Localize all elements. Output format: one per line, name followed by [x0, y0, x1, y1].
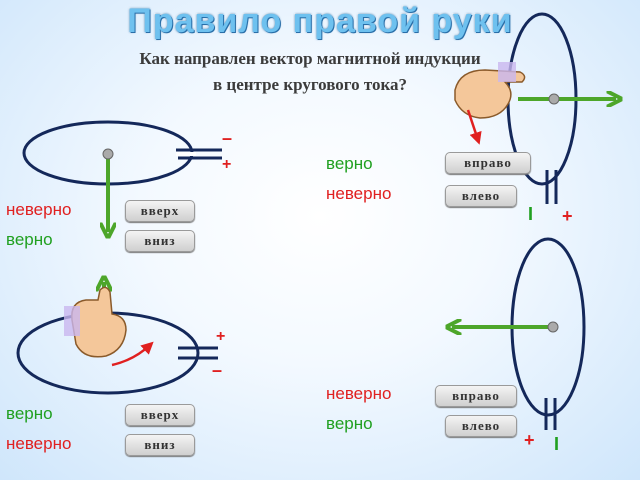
panel3-answer-1: верно: [6, 404, 53, 423]
right-hand-icon: [454, 62, 526, 145]
panel2-answer-1: верно: [326, 154, 373, 173]
panel1-answer-1: неверно: [6, 200, 72, 219]
question-line-2: в центре кругового тока?: [212, 75, 408, 94]
panel3-sign-bottom: –: [212, 360, 223, 380]
panel2-answer-2: неверно: [326, 184, 392, 203]
panel1-sign-bottom: +: [222, 156, 232, 173]
panel1-up-button[interactable]: вверх: [125, 200, 195, 222]
arrow-right-2: [518, 94, 616, 104]
panel4-current-label: I: [554, 434, 560, 454]
thumb-up-hand-icon: [64, 286, 154, 367]
panel3-answer-2: неверно: [6, 434, 72, 453]
loop-4: [510, 237, 586, 430]
panel1-answer-2: верно: [6, 230, 53, 249]
panel1-down-button[interactable]: вниз: [125, 230, 195, 252]
panel4-answer-1: неверно: [326, 384, 392, 403]
panel2-plus-sign: +: [562, 206, 573, 226]
panel3-down-button[interactable]: вниз: [125, 434, 195, 456]
question-line-1: Как направлен вектор магнитной индукции: [139, 49, 481, 68]
arrow-down-1: [103, 148, 113, 232]
panel4-right-button[interactable]: вправо: [435, 385, 517, 407]
panel4-answer-2: верно: [326, 414, 373, 433]
panel2-right-button[interactable]: вправо: [445, 152, 531, 174]
page-title: Правило правой руки: [127, 2, 513, 40]
panel4-plus-sign: +: [524, 430, 535, 450]
panel1-sign-top: –: [222, 128, 233, 148]
arrow-left-4: [452, 322, 559, 332]
loop-1: [22, 120, 222, 186]
panel2-left-button[interactable]: влево: [445, 185, 517, 207]
panel3-sign-top: +: [216, 328, 226, 345]
panel4-left-button[interactable]: влево: [445, 415, 517, 437]
panel2-current-label: I: [528, 204, 534, 224]
loop-2: [506, 12, 578, 204]
panel3-up-button[interactable]: вверх: [125, 404, 195, 426]
question: Как направлен вектор магнитной индукции …: [50, 46, 570, 98]
